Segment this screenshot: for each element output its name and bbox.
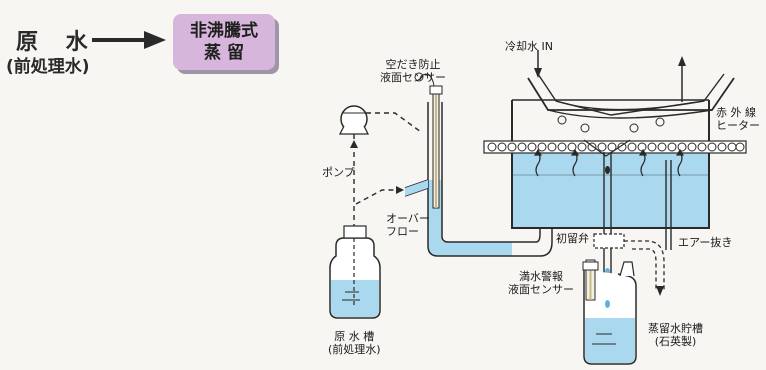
distilled-tank-label-line1: 蒸留水貯槽 xyxy=(648,322,703,335)
raw-water-title: 原 水 xyxy=(16,30,98,55)
infrared-label-line2: ヒーター xyxy=(716,119,760,132)
overflow-label: オーバー フロー xyxy=(386,212,430,238)
air-vent-pipe xyxy=(665,160,672,250)
full-sensor-label-line2: 液面センサー xyxy=(508,283,574,296)
distilled-tank-label: 蒸留水貯槽 (石英製) xyxy=(648,322,703,348)
initial-valve xyxy=(593,233,665,296)
infrared-label-line1: 赤 外 線 xyxy=(716,106,756,119)
infrared-heater-label: 赤 外 線 ヒーター xyxy=(716,106,760,132)
feed-column xyxy=(404,85,553,257)
initial-valve-label: 初留弁 xyxy=(556,232,589,245)
raw-tank-label-line2: (前処理水) xyxy=(328,343,381,356)
distilled-water-tank xyxy=(582,259,637,365)
non-boiling-distillation-box: 非沸騰式 蒸 留 xyxy=(173,14,275,70)
sensor-wire xyxy=(414,72,435,87)
vapor-arrows xyxy=(533,148,685,177)
cooling-water-label: 冷却水 IN xyxy=(505,40,553,53)
full-sensor-label: 満水警報 液面センサー xyxy=(508,270,574,296)
feed-lines xyxy=(353,112,422,226)
full-sensor-label-line1: 満水警報 xyxy=(519,270,563,283)
raw-tank-label-line1: 原 水 槽 xyxy=(334,330,375,343)
raw-water-subtitle: (前処理水) xyxy=(6,57,90,77)
raw-tank-label: 原 水 槽 (前処理水) xyxy=(328,330,381,356)
dry-sensor-label-line2: 液面センサー xyxy=(380,71,446,84)
dry-sensor-label-line1: 空だき防止 xyxy=(385,58,441,71)
air-vent-label: エアー抜き xyxy=(678,236,733,249)
flow-arrow xyxy=(92,31,166,49)
pump-up-arrow xyxy=(350,140,358,148)
pump-label: ポンプ xyxy=(322,166,355,179)
process-line2: 蒸 留 xyxy=(204,43,244,63)
infrared-heater xyxy=(483,140,747,154)
distilled-tank-label-line2: (石英製) xyxy=(654,335,697,348)
pump xyxy=(338,105,370,135)
dry-sensor-label: 空だき防止 液面センサー xyxy=(380,58,446,84)
overflow-label-line1: オーバー xyxy=(386,212,430,225)
raw-water-tank xyxy=(329,225,381,319)
overflow-arrow xyxy=(396,186,404,194)
process-line1: 非沸騰式 xyxy=(190,21,258,41)
condenser-pipe xyxy=(527,50,735,133)
overflow-label-line2: フロー xyxy=(386,225,419,238)
